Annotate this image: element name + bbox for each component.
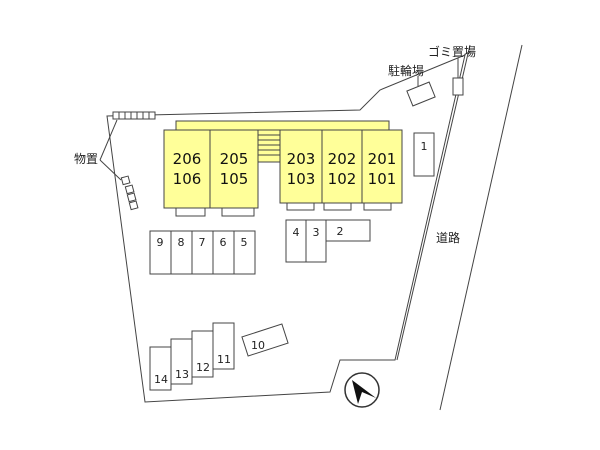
garbage-label: ゴミ置場 bbox=[428, 44, 476, 59]
parking-number: 12 bbox=[196, 361, 210, 374]
parking-space-1: 1 bbox=[413, 132, 435, 177]
parking-number: 1 bbox=[421, 140, 428, 153]
parking-space-13: 13 bbox=[170, 338, 193, 385]
parking-space-14: 14 bbox=[149, 346, 172, 391]
parking-number: 14 bbox=[154, 373, 168, 386]
parking-number: 5 bbox=[241, 236, 248, 249]
unit-lower-number: 106 bbox=[173, 170, 202, 188]
storage-shed-side bbox=[120, 175, 139, 211]
storage-leader-top bbox=[99, 119, 118, 161]
parking-space-4: 4 bbox=[285, 219, 307, 263]
parking-number: 9 bbox=[157, 236, 164, 249]
parking-space-3: 3 bbox=[305, 219, 327, 263]
unit-upper-number: 201 bbox=[368, 150, 397, 168]
parking-space-8: 8 bbox=[170, 230, 193, 275]
north-arrow-icon bbox=[344, 372, 380, 408]
parking-number: 4 bbox=[293, 226, 300, 239]
unit-205-105: 205 105 bbox=[209, 129, 259, 209]
parking-number: 11 bbox=[217, 353, 231, 366]
parking-space-11: 11 bbox=[212, 322, 235, 370]
road-edge-left bbox=[396, 44, 471, 361]
bicycle-parking-label: 駐輪場 bbox=[388, 63, 424, 78]
stairs-treads bbox=[258, 134, 280, 156]
unit-202-102: 202 102 bbox=[321, 129, 363, 204]
road-label: 道路 bbox=[436, 230, 460, 245]
storage-shed-top bbox=[112, 111, 156, 120]
unit-lower-number: 101 bbox=[368, 170, 397, 188]
unit-206-106: 206 106 bbox=[163, 129, 211, 209]
parking-space-10: 10 bbox=[241, 323, 289, 357]
parking-space-12: 12 bbox=[191, 330, 214, 378]
unit-203-103: 203 103 bbox=[279, 129, 323, 204]
unit-lower-number: 102 bbox=[328, 170, 357, 188]
storage-label: 物置 bbox=[74, 152, 98, 166]
parking-number: 10 bbox=[251, 339, 265, 352]
parking-number: 2 bbox=[337, 225, 344, 238]
road-edge-right bbox=[439, 44, 523, 411]
unit-upper-number: 202 bbox=[328, 150, 357, 168]
storage-shed-top-dividers bbox=[118, 112, 150, 119]
parking-number: 3 bbox=[313, 226, 320, 239]
unit-upper-number: 205 bbox=[220, 150, 249, 168]
parking-number: 8 bbox=[178, 236, 185, 249]
unit-201-101: 201 101 bbox=[361, 129, 403, 204]
garbage-area bbox=[452, 77, 464, 96]
parking-space-9: 9 bbox=[149, 230, 172, 275]
bicycle-parking-area bbox=[406, 81, 436, 107]
unit-upper-number: 203 bbox=[287, 150, 316, 168]
parking-space-2: 2 bbox=[325, 219, 371, 242]
entrance-porches bbox=[175, 202, 392, 217]
parking-number: 13 bbox=[175, 368, 189, 381]
unit-upper-number: 206 bbox=[173, 150, 202, 168]
parking-space-7: 7 bbox=[191, 230, 214, 275]
storage-leader-side bbox=[99, 159, 122, 181]
parking-space-5: 5 bbox=[233, 230, 256, 275]
parking-number: 6 bbox=[220, 236, 227, 249]
parking-space-6: 6 bbox=[212, 230, 235, 275]
unit-lower-number: 105 bbox=[220, 170, 249, 188]
parking-number: 7 bbox=[199, 236, 206, 249]
unit-lower-number: 103 bbox=[287, 170, 316, 188]
